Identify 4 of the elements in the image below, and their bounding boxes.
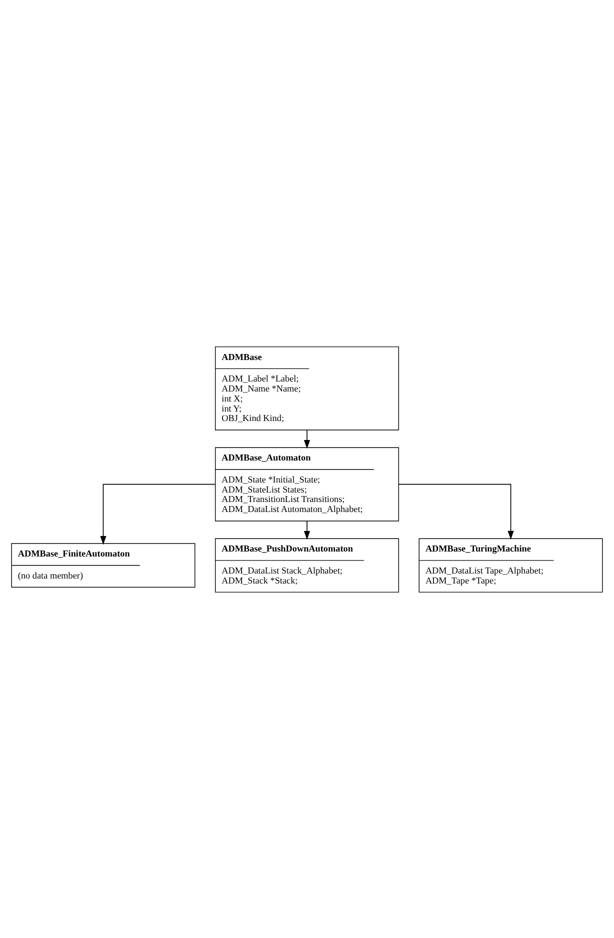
arrow [100,483,216,544]
arrow [398,483,514,540]
arrow [304,429,310,448]
arrow [304,520,310,540]
